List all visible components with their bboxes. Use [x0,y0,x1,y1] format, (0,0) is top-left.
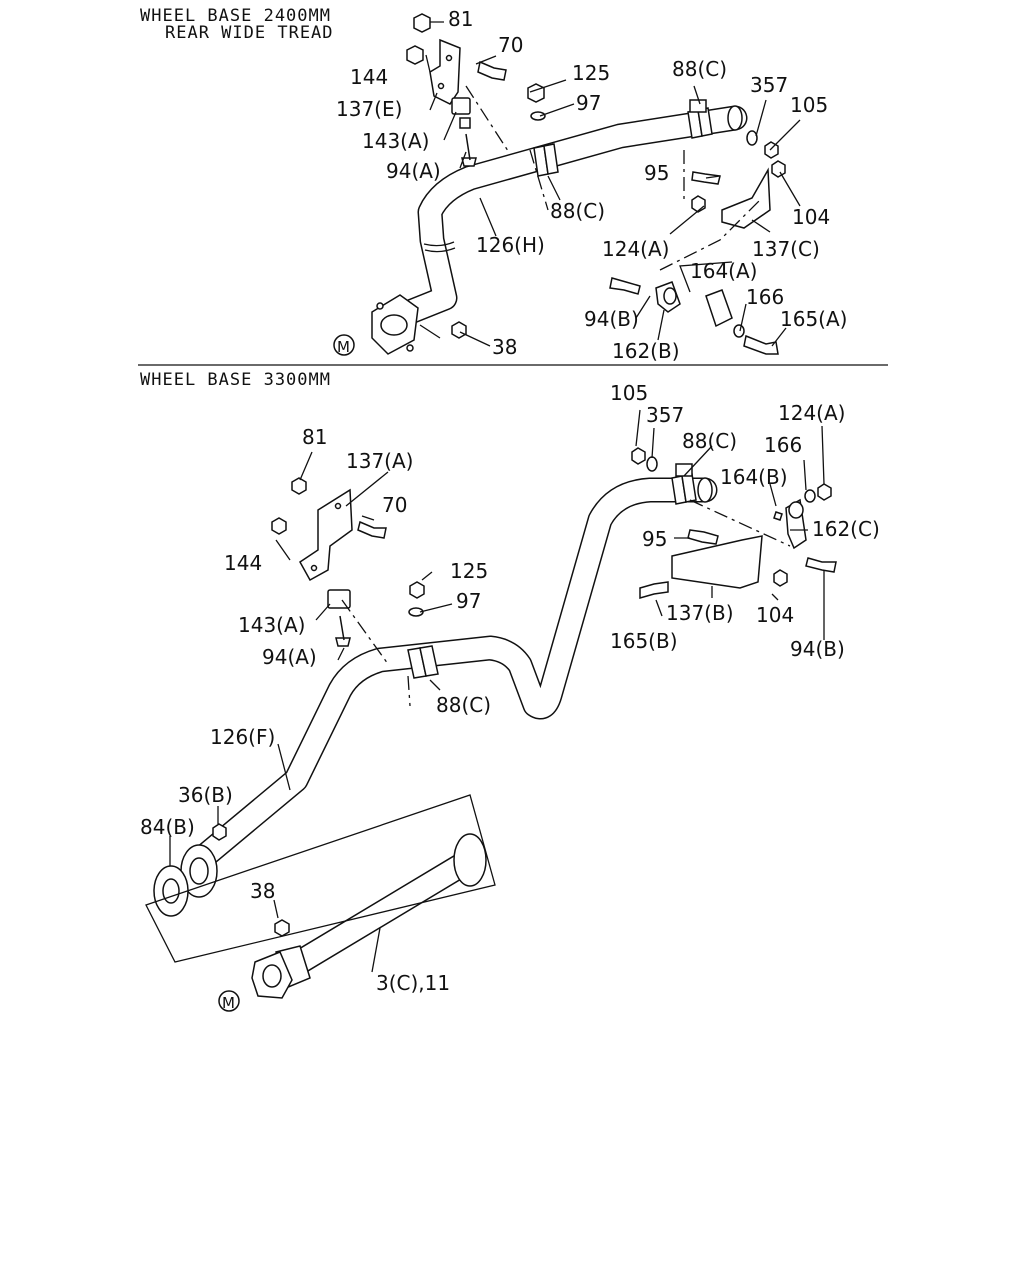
label-162c: 162(C) [812,517,880,541]
label-97: 97 [576,91,601,115]
marker-m-bottom [218,990,240,1012]
label-105: 105 [790,93,828,117]
label-36b: 36(B) [178,783,233,807]
bracket-137b [671,535,763,589]
washer-357-top [746,130,758,146]
rubber-164a-top [705,289,733,328]
nut-124a-bottom [817,483,832,501]
nut-104-bottom [773,569,788,587]
label-88c-top-right: 88(C) [672,57,727,81]
label-126h: 126(H) [476,233,545,257]
label-164b: 164(B) [720,465,788,489]
label-137c: 137(C) [752,237,820,261]
nut-124a-top [691,195,706,213]
label-3c11: 3(C),11 [376,971,450,995]
bottom-assembly [145,409,837,1012]
label-166-b: 166 [764,433,802,457]
label-125: 125 [572,61,610,85]
label-94b: 94(B) [584,307,639,331]
bolt-165a-top [743,334,779,355]
label-88c-b-mid: 88(C) [436,693,491,717]
nut-81-bottom [291,477,307,495]
label-125-b: 125 [450,559,488,583]
label-81-b: 81 [302,425,327,449]
bottom-labels: 105 357 88(C) 124(A) 166 164(B) 162(C) 8… [140,381,880,1012]
nut-38-top [451,321,467,339]
label-81: 81 [448,7,473,31]
label-84b: 84(B) [140,815,195,839]
washer-97-bottom [408,607,424,617]
label-144: 144 [350,65,388,89]
bolt-94b-bottom [805,557,837,573]
rubber-164b [773,511,783,521]
label-126f: 126(F) [210,725,275,749]
bolt-70-bottom [357,520,387,539]
label-164a: 164(A) [690,259,757,283]
label-166: 166 [746,285,784,309]
exploded-box [145,794,496,963]
section-1-subtitle: REAR WIDE TREAD [165,23,334,43]
label-137e: 137(E) [336,97,402,121]
label-94a-b: 94(A) [262,645,317,669]
label-105-b: 105 [610,381,648,405]
nut-105-bottom [631,447,646,465]
bolt-95-bottom [687,529,719,545]
nut-104-top [771,160,786,178]
nut-144-top [406,45,424,65]
bolt-94b-top [609,277,641,295]
bolt-94a-bottom [335,615,351,647]
label-137b: 137(B) [666,601,734,625]
nut-81-top [413,13,431,33]
top-assembly [333,13,801,356]
label-88c-b-right: 88(C) [682,429,737,453]
label-70: 70 [498,33,523,57]
label-165a: 165(A) [780,307,847,331]
label-38: 38 [492,335,517,359]
label-124a-b: 124(A) [778,401,845,425]
label-144-b: 144 [224,551,262,575]
label-124a: 124(A) [602,237,669,261]
washer-97-top [530,111,546,121]
bolt-165b [639,581,669,599]
label-38-b: 38 [250,879,275,903]
label-104: 104 [792,205,830,229]
label-357-b: 357 [646,403,684,427]
label-162b: 162(B) [612,339,680,363]
label-95-b: 95 [642,527,667,551]
marker-m-bottom-text: M [222,994,235,1012]
label-137a: 137(A) [346,449,413,473]
label-95: 95 [644,161,669,185]
label-357: 357 [750,73,788,97]
washer-357-bottom [646,456,658,472]
label-104-b: 104 [756,603,794,627]
section-2-title: WHEEL BASE 3300MM [140,370,331,390]
label-94a: 94(A) [386,159,441,183]
nut-125-top [527,83,545,103]
top-labels: 81 70 144 137(E) 143(A) 94(A) 125 97 88(… [336,7,847,363]
nut-144-bottom [271,517,287,535]
label-94b-b: 94(B) [790,637,845,661]
label-165b: 165(B) [610,629,678,653]
nut-36b [212,823,227,841]
label-70-b: 70 [382,493,407,517]
nut-38-bottom [274,919,290,937]
label-97-b: 97 [456,589,481,613]
nut-125-bottom [409,581,425,599]
label-143a: 143(A) [362,129,429,153]
section-1-title: WHEEL BASE 2400MM [140,6,331,26]
marker-m-top-text: M [337,338,350,356]
bolt-70-top [477,60,507,81]
marker-m-top [333,334,355,356]
washer-166-bottom [804,489,816,503]
label-143a-b: 143(A) [238,613,305,637]
washer-166-top [733,324,745,338]
label-88c-top-mid: 88(C) [550,199,605,223]
bolt-94a-top [461,133,477,167]
